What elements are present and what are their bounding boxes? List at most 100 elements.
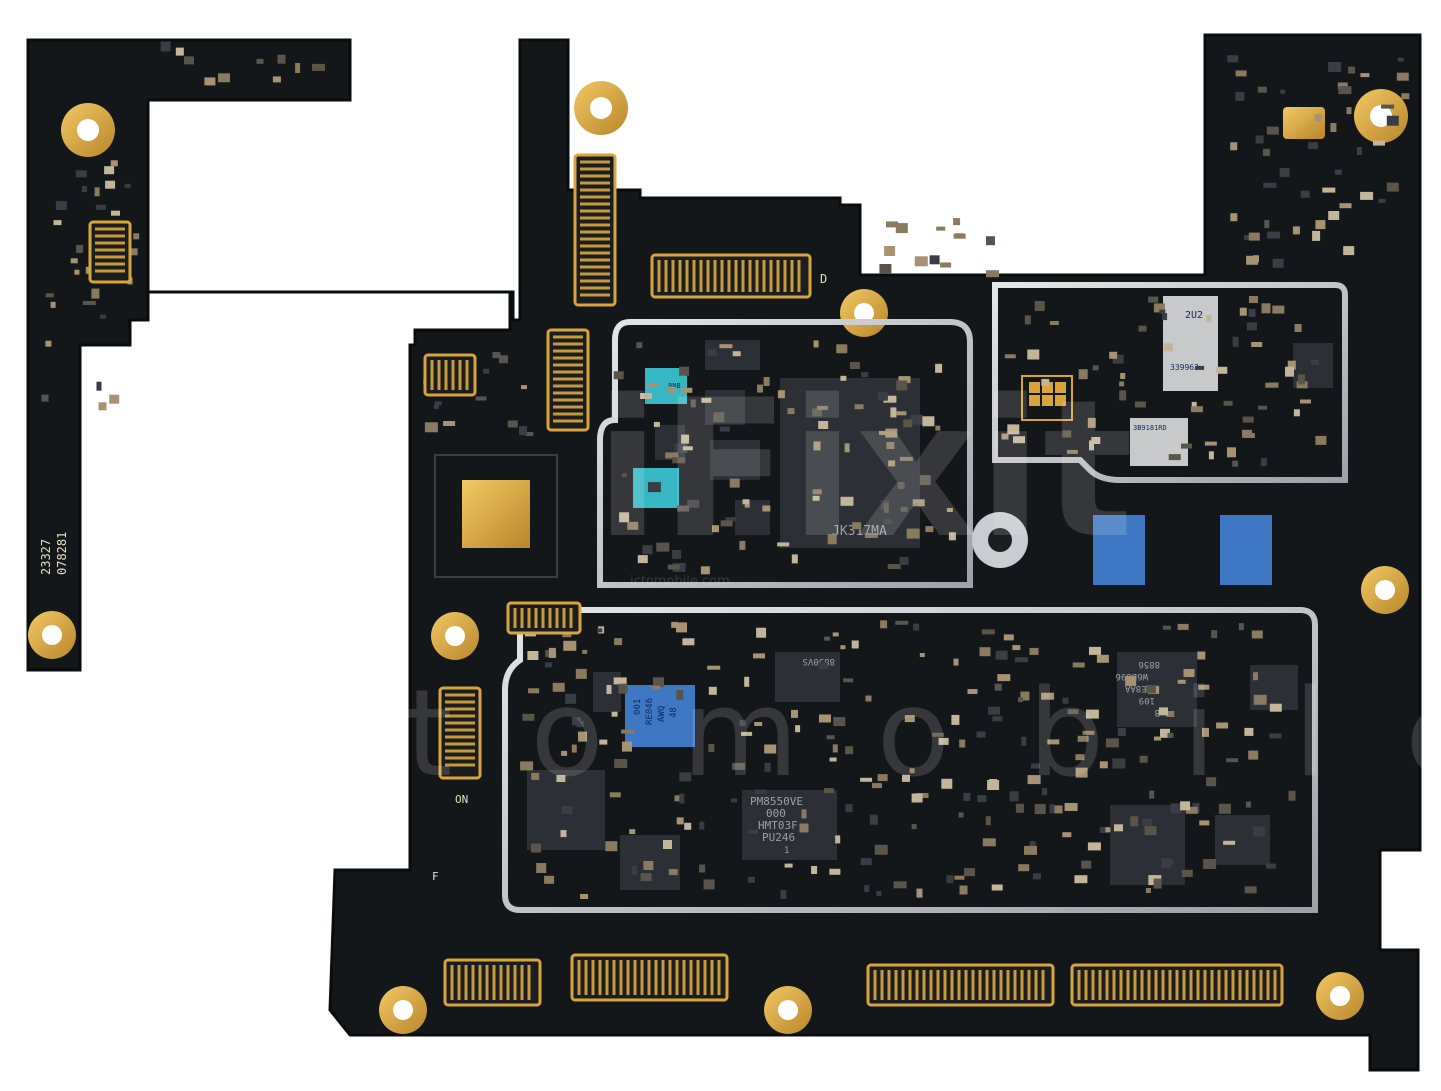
passive-component (893, 881, 907, 889)
passive-component (575, 668, 587, 679)
passive-component (953, 233, 966, 239)
connector-pin (553, 384, 583, 388)
connector-pin (553, 370, 583, 374)
passive-component (1072, 662, 1085, 668)
connector-pin (527, 608, 531, 628)
passive-component (1001, 433, 1009, 440)
connector-pin (755, 260, 759, 292)
connector-pin (513, 608, 517, 628)
passive-component (777, 390, 785, 399)
pmic-shield-frame (502, 607, 1318, 913)
connector-pin (957, 970, 961, 1000)
passive-component (883, 395, 897, 403)
passive-component (545, 662, 553, 668)
passive-component (1360, 191, 1374, 200)
watermark-big-text: ictomobile (150, 665, 1441, 804)
connector-pin (444, 360, 448, 390)
connector-pin (626, 960, 630, 995)
passive-component (925, 526, 934, 533)
connector-pin (692, 260, 696, 292)
connector-pin (1041, 970, 1045, 1000)
connector-pin (664, 260, 668, 292)
connector-pin (478, 965, 482, 1000)
connector-pin (580, 258, 610, 262)
passive-component (1112, 758, 1126, 769)
connector-pin (598, 960, 602, 995)
passive-component (674, 795, 683, 802)
connector-pin (553, 335, 583, 339)
passive-component (899, 556, 909, 565)
passive-component (1251, 342, 1263, 347)
passive-component (682, 638, 695, 646)
connector-pin (1238, 970, 1242, 1000)
passive-component (951, 714, 960, 725)
pmic-line4: PU246 (762, 831, 795, 844)
passive-component (70, 258, 78, 264)
passive-component (1091, 437, 1101, 444)
passive-component (1149, 790, 1155, 799)
connector-pin (671, 260, 675, 292)
passive-component (627, 521, 639, 530)
passive-component (748, 829, 759, 834)
connector-pin (577, 960, 581, 995)
passive-component (672, 457, 686, 464)
connector-pin (580, 181, 610, 185)
passive-component (1267, 231, 1281, 239)
passive-component (811, 866, 818, 874)
passive-component (1064, 803, 1078, 811)
connector-pin (95, 269, 125, 273)
connector-pin (580, 286, 610, 290)
passive-component (674, 443, 688, 454)
passive-component (764, 762, 771, 772)
passive-component (1119, 381, 1125, 387)
passive-component (597, 628, 603, 633)
passive-component (1239, 307, 1247, 316)
passive-component (636, 342, 643, 349)
passive-component (902, 774, 910, 782)
passive-component (677, 505, 690, 512)
connector-pin (769, 260, 773, 292)
passive-component (1227, 55, 1239, 63)
connector-pin (471, 965, 475, 1000)
passive-component (1339, 203, 1352, 209)
passive-component (963, 792, 971, 801)
passive-component (1003, 634, 1014, 641)
pmic-chip-main: PM8550VE 000 HMT03F PU246 1 (742, 790, 837, 860)
passive-component (312, 63, 325, 71)
passive-component (1253, 672, 1258, 681)
passive-component (1202, 727, 1209, 737)
passive-component (1227, 447, 1236, 458)
connector-pin (1027, 970, 1031, 1000)
passive-component (1279, 168, 1290, 178)
passive-component (1252, 826, 1265, 837)
passive-component (536, 863, 547, 873)
serial-line2: 078281 (55, 532, 69, 575)
passive-component (1314, 114, 1322, 122)
connector-pin (451, 360, 455, 390)
passive-component (1198, 684, 1210, 690)
passive-component (676, 817, 684, 825)
connector-pin (696, 960, 700, 995)
passive-component (1288, 790, 1296, 801)
passive-component (1208, 451, 1214, 460)
passive-component (994, 683, 1002, 691)
passive-component (1021, 736, 1027, 746)
passive-component (671, 621, 679, 628)
connector-pin (457, 965, 461, 1000)
passive-component (864, 533, 878, 538)
connector-pin (689, 960, 693, 995)
passive-component (643, 861, 654, 870)
passive-component (1322, 187, 1336, 193)
passive-component (1014, 657, 1028, 663)
passive-component (94, 187, 100, 197)
passive-component (1263, 148, 1270, 156)
connector-pin (445, 735, 475, 739)
passive-component (829, 868, 841, 875)
passive-component (663, 840, 672, 849)
connector-pin (713, 260, 717, 292)
blue-chip1-line1: 001 (633, 699, 643, 715)
passive-component (958, 812, 964, 818)
passive-component (886, 221, 898, 228)
passive-component (938, 737, 949, 745)
pmic3-line5: B (1155, 707, 1160, 717)
